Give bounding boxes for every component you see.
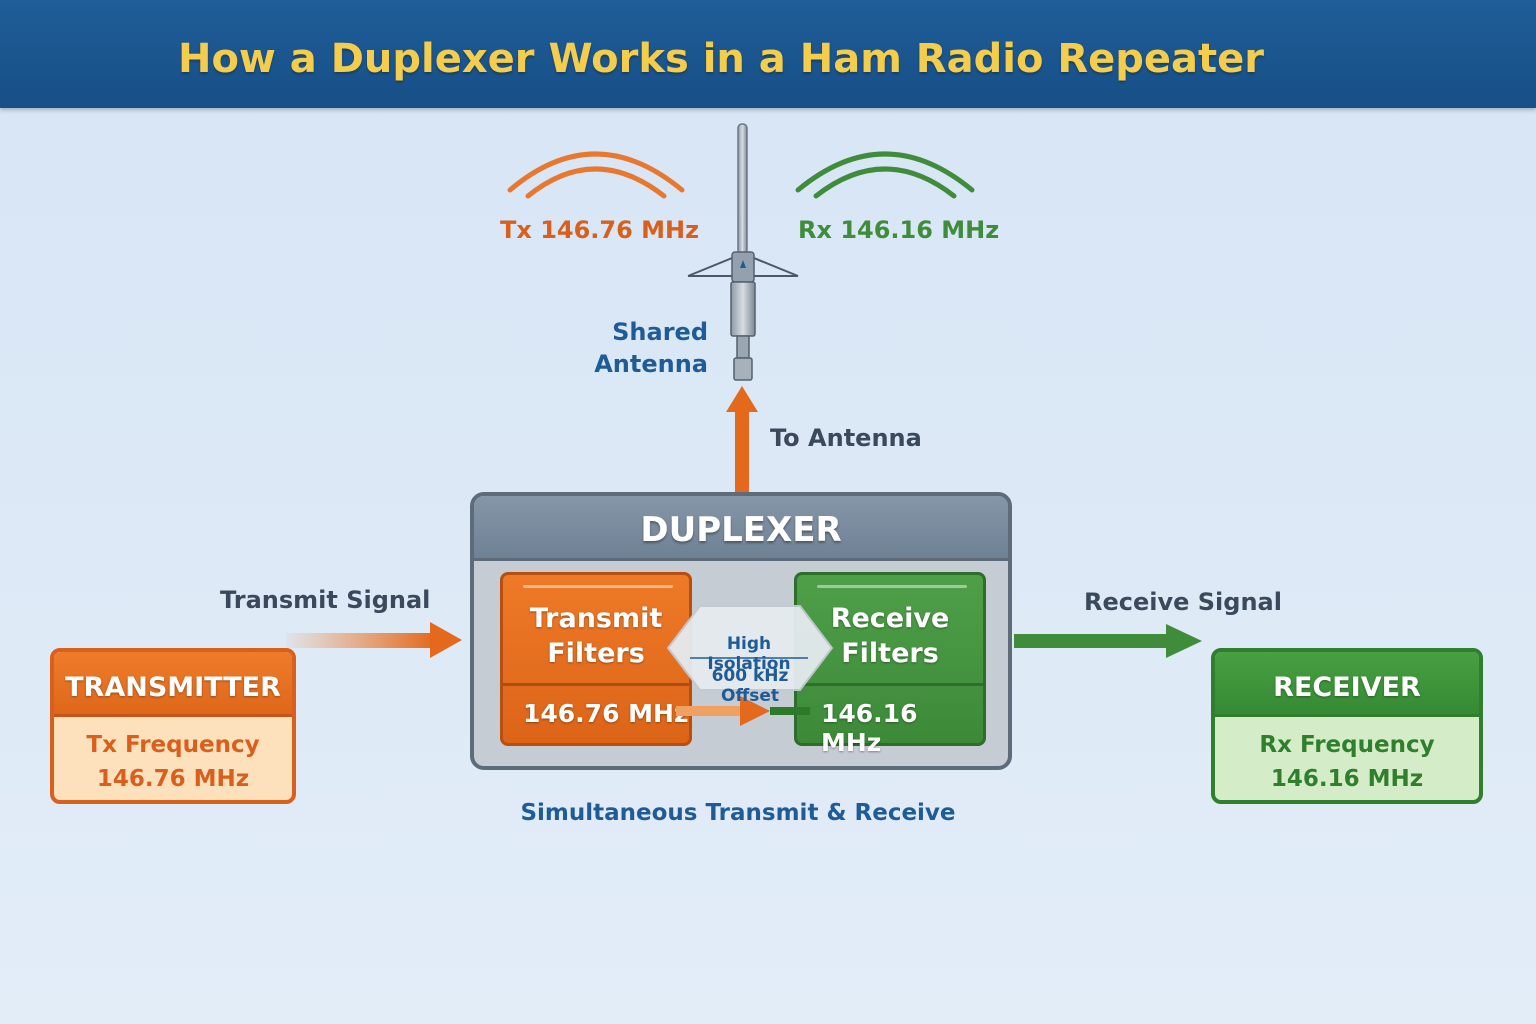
receiver-frequency-value: 146.16 MHz bbox=[1270, 766, 1424, 792]
receive-filter-frequency: 146.16 MHz bbox=[821, 699, 918, 757]
receiver-header: RECEIVER bbox=[1215, 652, 1479, 717]
shared-antenna-label: Shared Antenna bbox=[580, 316, 708, 380]
divider bbox=[503, 683, 689, 686]
receive-filters-block: Receive Filters 146.16 MHz bbox=[794, 572, 986, 757]
antenna-icon bbox=[687, 123, 799, 381]
transmit-filters-line1: Transmit bbox=[529, 603, 663, 634]
receive-filters-line2: Filters bbox=[841, 638, 939, 669]
transmitter-header: TRANSMITTER bbox=[54, 652, 292, 717]
transmitter-box: TRANSMITTER Tx Frequency 146.76 MHz bbox=[50, 648, 296, 804]
receiver-frequency-label: Rx Frequency bbox=[1259, 732, 1435, 758]
simultaneous-note: Simultaneous Transmit & Receive bbox=[520, 800, 956, 826]
transmitter-title: TRANSMITTER bbox=[65, 672, 281, 703]
tx-wave-icon bbox=[507, 151, 685, 199]
receiver-title: RECEIVER bbox=[1273, 672, 1421, 703]
transmitter-frequency-label: Tx Frequency bbox=[86, 732, 260, 758]
to-antenna-label: To Antenna bbox=[770, 424, 922, 452]
receive-signal-arrow bbox=[1014, 624, 1202, 658]
duplexer-title: DUPLEXER bbox=[640, 510, 842, 550]
transmit-filters-line2: Filters bbox=[547, 638, 645, 669]
shared-antenna-line2: Antenna bbox=[594, 350, 708, 378]
transmit-signal-label: Transmit Signal bbox=[220, 586, 431, 614]
transmit-filters-label: Transmit Filters bbox=[503, 601, 689, 671]
receive-signal-label: Receive Signal bbox=[1084, 588, 1282, 616]
page-title: How a Duplexer Works in a Ham Radio Repe… bbox=[177, 36, 1265, 82]
transmitter-frequency: Tx Frequency 146.76 MHz bbox=[54, 728, 292, 796]
divider bbox=[817, 585, 967, 588]
rx-wave-icon bbox=[795, 151, 975, 199]
receiver-box: RECEIVER Rx Frequency 146.16 MHz bbox=[1211, 648, 1483, 804]
receive-filters-label: Receive Filters bbox=[797, 601, 983, 671]
rx-frequency-label: Rx 146.16 MHz bbox=[798, 216, 1000, 244]
to-antenna-arrow bbox=[726, 386, 758, 492]
receiver-frequency: Rx Frequency 146.16 MHz bbox=[1215, 728, 1479, 796]
divider bbox=[797, 683, 983, 686]
transmit-filter-frequency: 146.76 MHz bbox=[523, 699, 689, 728]
transmitter-frequency-value: 146.76 MHz bbox=[96, 766, 250, 792]
transmit-filters-block: Transmit Filters 146.76 MHz bbox=[500, 572, 692, 746]
high-isolation-label: High Isolation bbox=[707, 634, 791, 674]
divider bbox=[523, 585, 673, 588]
transmit-signal-arrow bbox=[286, 622, 462, 658]
title-bar bbox=[0, 0, 1536, 108]
receive-filters-line1: Receive bbox=[830, 603, 950, 634]
duplexer-header bbox=[474, 496, 1008, 561]
offset-label: 600 kHz Offset bbox=[711, 666, 789, 706]
shared-antenna-line1: Shared bbox=[612, 318, 708, 346]
tx-frequency-label: Tx 146.76 MHz bbox=[500, 216, 700, 244]
